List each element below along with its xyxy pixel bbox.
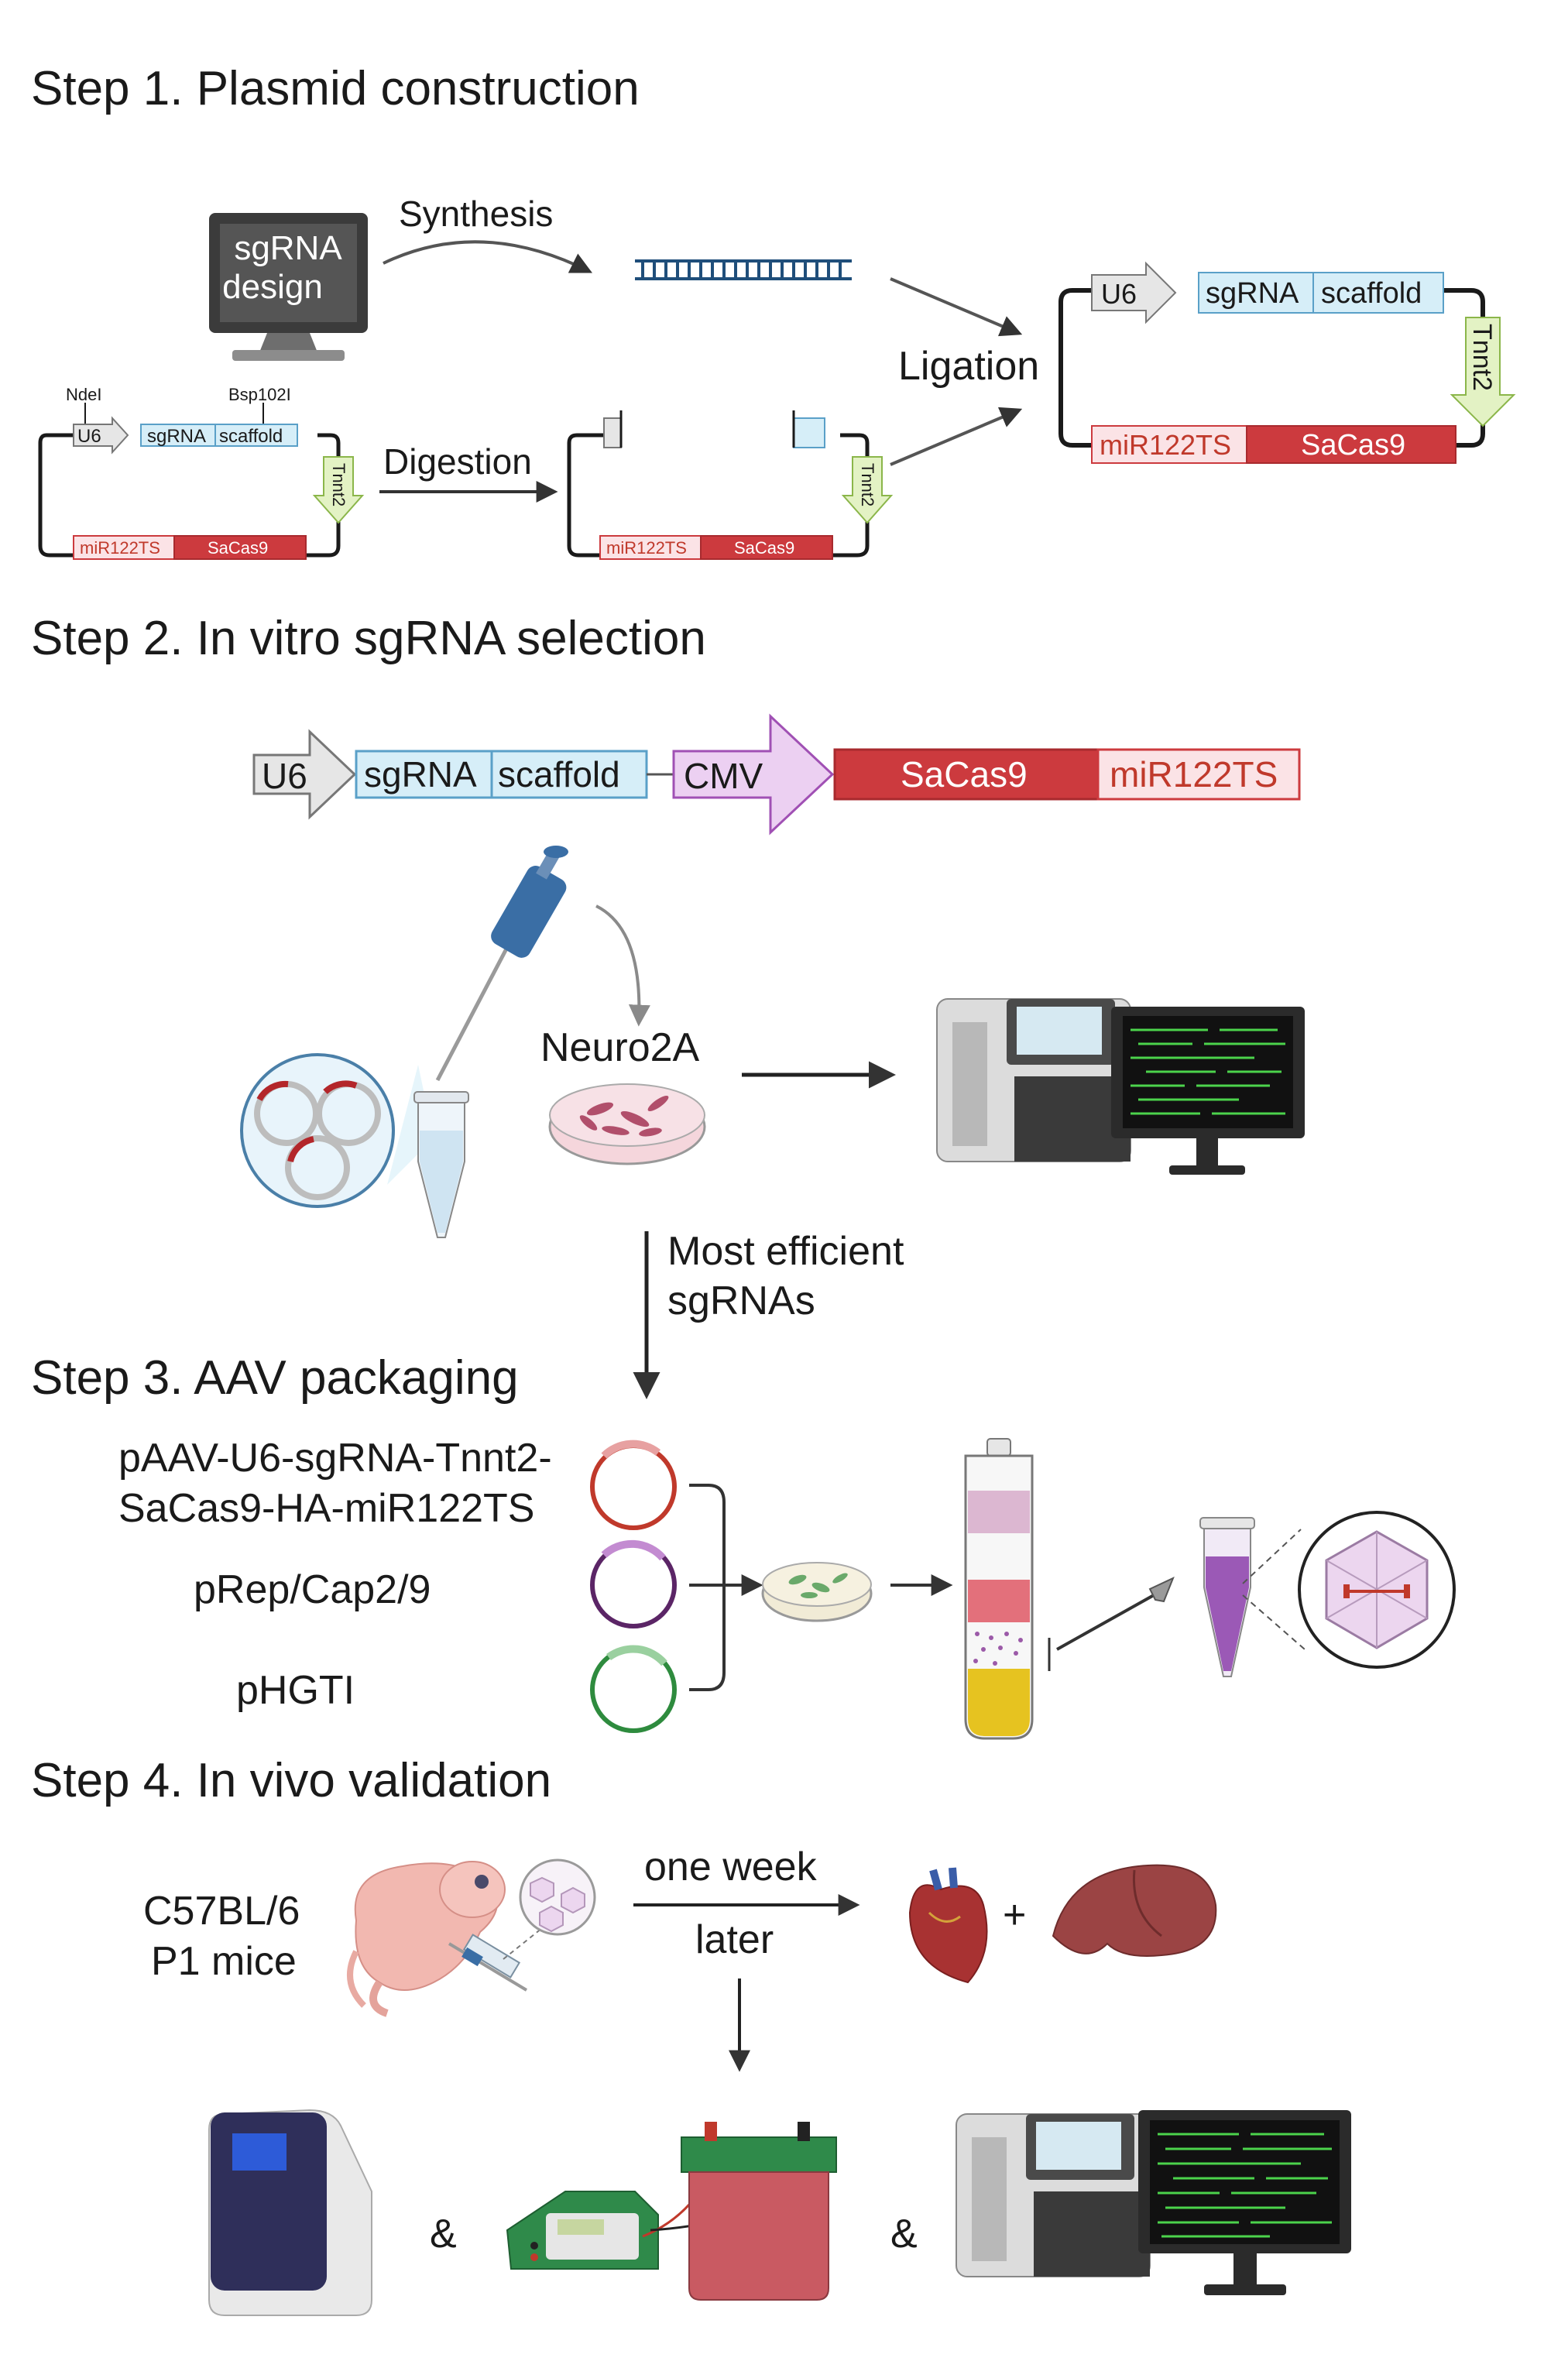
pipette-to-cells-arrow: [595, 904, 650, 1027]
ligation-label: Ligation: [898, 344, 1039, 389]
mid-tnnt2-label: Tnnt2: [858, 463, 877, 506]
plus-sign: +: [1003, 1893, 1026, 1937]
step3-title: Step 3. AAV packaging: [31, 1351, 519, 1405]
neuro2a-label: Neuro2A: [540, 1025, 700, 1070]
hek-cell-dish-icon: [761, 1562, 873, 1622]
small-u6-label: U6: [77, 426, 101, 447]
site-ndei: NdeI: [66, 385, 101, 404]
cassette-cmv-label: CMV: [684, 756, 763, 796]
mice-label-line2: P1 mice: [151, 1939, 297, 1984]
mid-sacas9-label: SaCas9: [734, 538, 794, 558]
cassette-sacas9-label: SaCas9: [901, 754, 1028, 794]
liver-icon: [1052, 1864, 1217, 1957]
final-u6-label: U6: [1101, 278, 1137, 310]
computer-monitor-icon: [209, 213, 368, 361]
magnify-line-bottom: [1242, 1594, 1306, 1650]
aav-particles-magnifier-icon: [519, 1858, 596, 1936]
magnify-line-top: [1242, 1529, 1302, 1584]
time-label-line1: one week: [644, 1845, 818, 1889]
final-sacas9-label: SaCas9: [1301, 429, 1405, 462]
small-scaffold-label: scaffold: [219, 426, 283, 447]
sequencer-icon: [936, 998, 1131, 1162]
injection-syringe-icon: [448, 1934, 528, 1992]
site-bsp102i: Bsp102I: [228, 385, 291, 404]
plasmid-bracket: [689, 1484, 726, 1691]
qpcr-machine-icon: [208, 2109, 372, 2316]
plasmid1-label-line2: SaCas9-HA-miR122TS: [118, 1486, 535, 1531]
sequence-monitor-icon-2: [1138, 2110, 1351, 2295]
small-sacas9-label: SaCas9: [208, 538, 268, 558]
monitor-text-design: design: [222, 268, 323, 306]
ligation-arrow-top: [890, 277, 1023, 337]
plasmid-map-final: [1058, 261, 1516, 464]
step2-title: Step 2. In vitro sgRNA selection: [31, 612, 706, 665]
neonatal-mouse-icon: [347, 1861, 506, 2017]
most-efficient-label-1: Most efficient: [667, 1229, 904, 1274]
microtube-icon: [413, 1091, 469, 1238]
small-sgrna-label: sgRNA: [147, 426, 206, 447]
oligo-duplex-icon: [635, 259, 852, 280]
plasmid-map-original: [38, 403, 365, 560]
gradient-tube-icon: [964, 1438, 1051, 1740]
sequence-monitor-icon: [1111, 1007, 1305, 1175]
cassette-sgrna-label: sgRNA: [364, 754, 477, 794]
expression-cassette: [252, 713, 1301, 836]
sequencer-icon-2: [956, 2113, 1151, 2277]
cassette-mir-label: miR122TS: [1110, 754, 1278, 794]
final-tnnt2-label: Tnnt2: [1467, 324, 1497, 391]
power-supply-icon: [506, 2191, 659, 2270]
aav-tube-icon: [1199, 1517, 1255, 1677]
plasmid-circle-1-icon: [590, 1440, 677, 1530]
syringe-needle-icon: [1056, 1577, 1175, 1651]
plasmid3-label: pHGTI: [236, 1668, 355, 1713]
plasmid-magnifier-icon: [240, 1053, 434, 1208]
digestion-label: Digestion: [383, 441, 532, 482]
final-scaffold-label: scaffold: [1321, 277, 1422, 310]
final-sgrna-label: sgRNA: [1206, 277, 1299, 310]
ampersand-2: &: [890, 2212, 918, 2256]
plasmid1-label-line1: pAAV-U6-sgRNA-Tnnt2-: [118, 1436, 552, 1481]
heart-icon: [908, 1867, 988, 1984]
ligation-arrow-bottom: [890, 407, 1023, 466]
synthesis-label: Synthesis: [399, 194, 553, 234]
monitor-text-sgrna: sgRNA: [234, 229, 342, 267]
pipette-icon: [435, 846, 568, 1082]
mice-label-line1: C57BL/6: [143, 1889, 300, 1934]
aav-capsid-magnifier-icon: [1298, 1511, 1456, 1669]
most-efficient-label-2: sgRNAs: [667, 1278, 815, 1323]
mid-mir-label: miR122TS: [606, 538, 687, 558]
ampersand-1: &: [430, 2212, 457, 2256]
virus-magnify-line: [503, 1927, 543, 1960]
plasmid-circle-2-icon: [590, 1539, 677, 1628]
step1-title: Step 1. Plasmid construction: [31, 62, 640, 115]
synthesis-arrow: [383, 240, 593, 273]
cassette-scaffold-label: scaffold: [498, 754, 620, 794]
small-mir-label: miR122TS: [80, 538, 160, 558]
cell-culture-dish-icon: [548, 1083, 706, 1165]
plasmid-map-digested: [567, 410, 894, 560]
final-mir-label: miR122TS: [1100, 429, 1231, 461]
cassette-u6-label: U6: [262, 756, 307, 796]
step4-title: Step 4. In vivo validation: [31, 1754, 551, 1807]
plasmid-circle-3-icon: [590, 1645, 677, 1733]
time-label-line2: later: [695, 1917, 774, 1962]
gel-tank-icon: [681, 2122, 837, 2301]
small-tnnt2-label: Tnnt2: [329, 463, 348, 506]
plasmid2-label: pRep/Cap2/9: [194, 1567, 431, 1612]
